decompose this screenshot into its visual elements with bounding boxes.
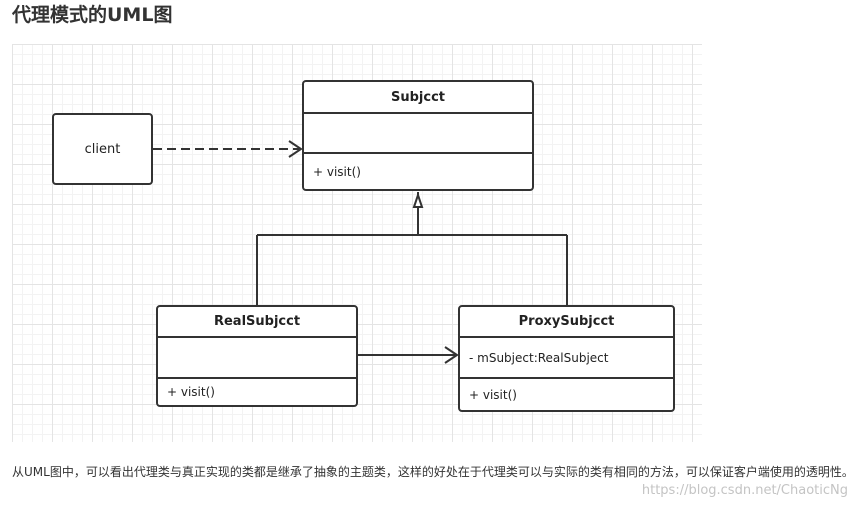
proxy-subject-class-name: ProxySubjcct <box>460 307 673 338</box>
real-subject-class-name: RealSubjcct <box>158 307 356 338</box>
subject-class[interactable]: Subjcct + visit() <box>302 80 534 191</box>
uml-diagram-canvas: client Subjcct + visit() RealSubjcct + v… <box>12 44 702 442</box>
connector-layer <box>153 140 568 364</box>
proxy-subject-class[interactable]: ProxySubjcct - mSubject:RealSubject + vi… <box>458 305 675 412</box>
page-title: 代理模式的UML图 <box>12 4 173 26</box>
real-subject-attributes <box>158 338 356 379</box>
inheritance-arrowhead <box>412 191 424 208</box>
subject-attributes <box>304 114 532 154</box>
dependency-arrowhead <box>288 140 303 158</box>
real-subject-class[interactable]: RealSubjcct + visit() <box>156 305 358 407</box>
description-paragraph: 从UML图中，可以看出代理类与真正实现的类都是继承了抽象的主题类，这样的好处在于… <box>12 465 854 479</box>
association-arrowhead <box>444 346 459 364</box>
subject-class-name: Subjcct <box>304 82 532 114</box>
subject-operations: + visit() <box>313 164 361 179</box>
proxy-subject-attributes: - mSubject:RealSubject <box>460 338 673 379</box>
client-box[interactable]: client <box>52 113 153 185</box>
client-label: client <box>84 141 121 157</box>
watermark-text: https://blog.csdn.net/ChaoticNg <box>641 483 848 498</box>
real-subject-operations: + visit() <box>167 385 215 399</box>
proxy-subject-operations: + visit() <box>469 387 517 402</box>
